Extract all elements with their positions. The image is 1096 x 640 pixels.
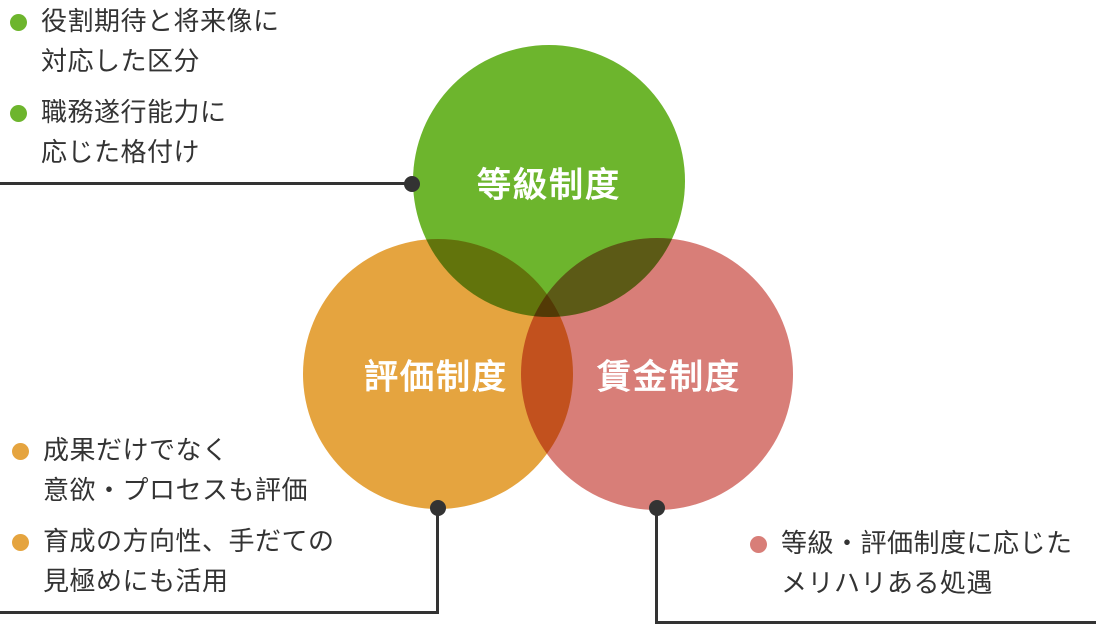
note-line: 見極めにも活用 <box>43 567 229 597</box>
circle-label-grade-system: 等級制度 <box>477 165 621 206</box>
connector-dot-evaluation <box>430 500 446 516</box>
connector-line-evaluation-vertical <box>436 508 439 614</box>
note-item: 成果だけでなく 意欲・プロセスも評価 <box>12 431 335 511</box>
notes-grade-system: 役割期待と将来像に 対応した区分 職務遂行能力に 応じた格付け <box>10 2 280 173</box>
circle-wage-system <box>521 238 793 510</box>
note-line: メリハリある処遇 <box>781 569 994 599</box>
note-item: 職務遂行能力に 応じた格付け <box>10 93 280 173</box>
note-line: 意欲・プロセスも評価 <box>43 476 309 506</box>
note-item: 役割期待と将来像に 対応した区分 <box>10 2 280 82</box>
notes-wage-system: 等級・評価制度に応じた メリハリある処遇 <box>750 524 1073 604</box>
connector-dot-wage <box>649 500 665 516</box>
bullet-icon <box>12 443 29 460</box>
connector-line-grade <box>0 182 410 185</box>
note-line: 成果だけでなく <box>43 436 229 466</box>
note-item: 育成の方向性、手だての 見極めにも活用 <box>12 522 335 602</box>
note-line: 職務遂行能力に <box>41 98 227 128</box>
circle-label-evaluation-system: 評価制度 <box>364 357 508 398</box>
bullet-icon <box>10 105 27 122</box>
note-line: 役割期待と将来像に <box>41 7 280 37</box>
connector-line-wage-vertical <box>655 508 658 624</box>
note-item: 等級・評価制度に応じた メリハリある処遇 <box>750 524 1073 604</box>
connector-line-wage-horizontal <box>655 621 1096 624</box>
note-line: 等級・評価制度に応じた <box>781 529 1073 559</box>
connector-line-evaluation-horizontal <box>0 611 439 614</box>
connector-dot-grade <box>404 176 420 192</box>
notes-evaluation-system: 成果だけでなく 意欲・プロセスも評価 育成の方向性、手だての 見極めにも活用 <box>12 431 335 602</box>
note-line: 応じた格付け <box>41 138 201 168</box>
bullet-icon <box>10 14 27 31</box>
bullet-icon <box>12 534 29 551</box>
bullet-icon <box>750 536 767 553</box>
circle-label-wage-system: 賃金制度 <box>597 357 741 398</box>
note-line: 対応した区分 <box>41 47 201 77</box>
note-line: 育成の方向性、手だての <box>43 527 335 557</box>
